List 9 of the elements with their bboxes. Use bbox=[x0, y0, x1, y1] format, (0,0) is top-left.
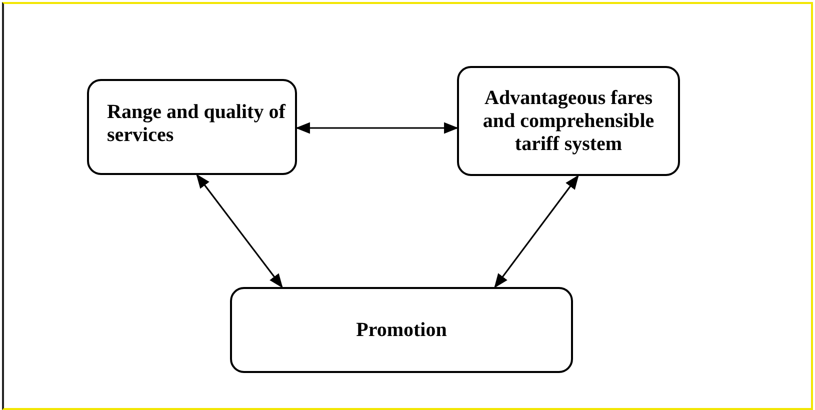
box-label: Range and quality of services bbox=[107, 101, 287, 147]
process-box bbox=[87, 79, 297, 175]
double-arrow bbox=[296, 122, 458, 134]
process-box bbox=[457, 66, 680, 176]
box-label: Advantageous fares and comprehensible tariff system bbox=[482, 86, 656, 156]
double-arrow bbox=[494, 174, 579, 288]
box-label: Promotion bbox=[356, 318, 447, 342]
double-arrow bbox=[196, 174, 283, 288]
process-box bbox=[230, 287, 573, 373]
